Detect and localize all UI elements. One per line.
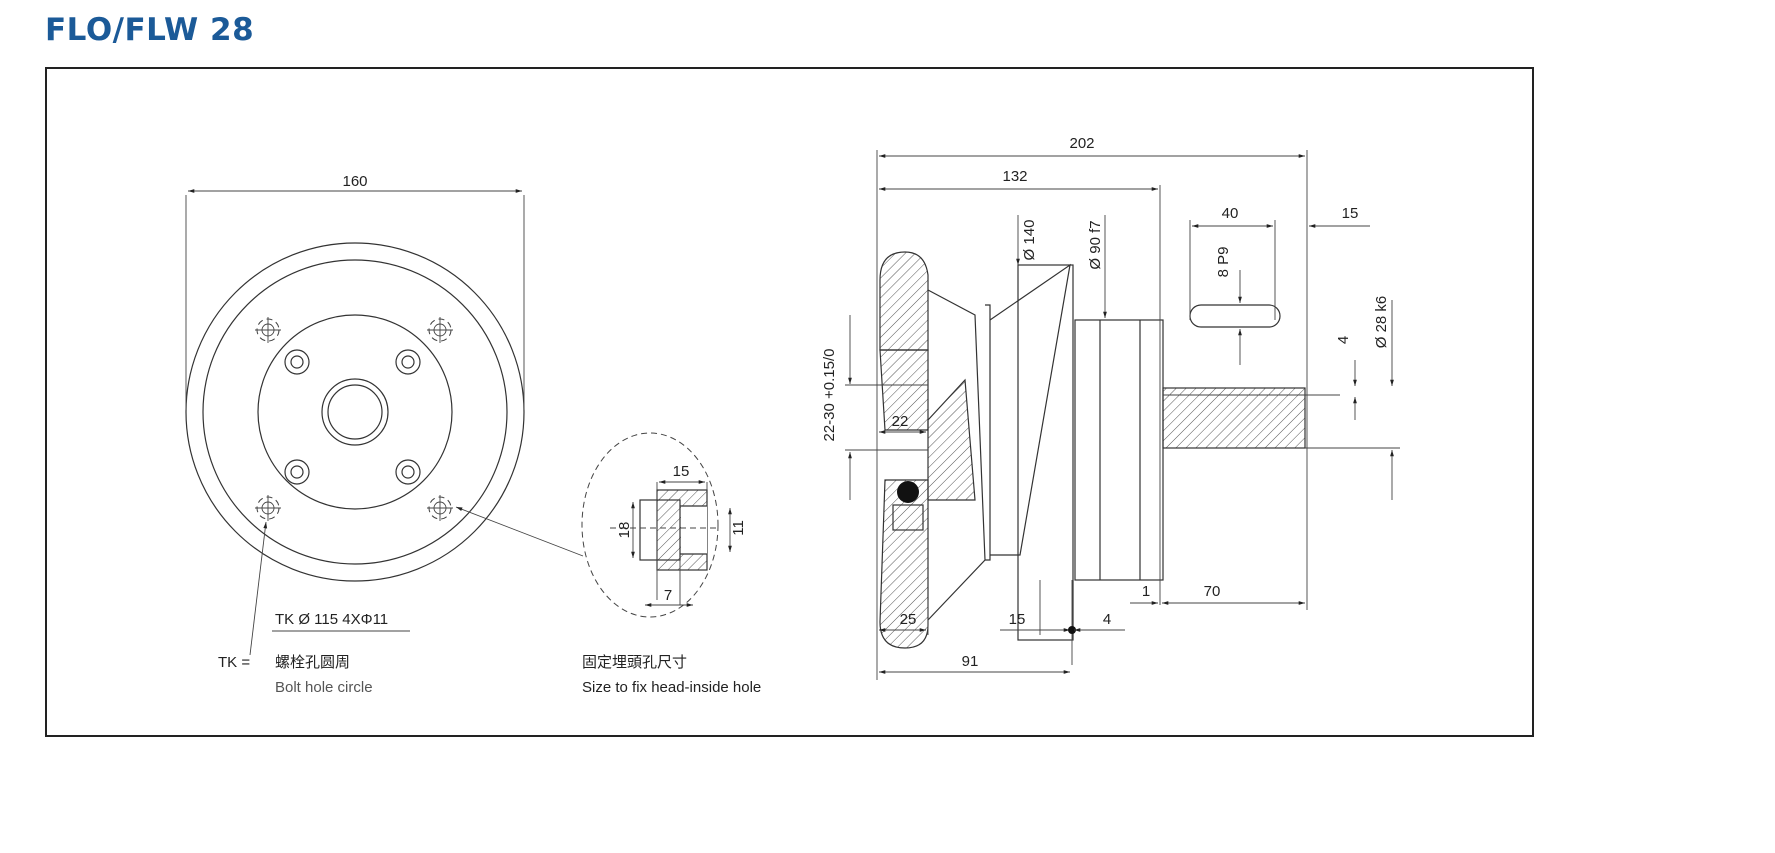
dim-width: 160 (342, 173, 367, 190)
dim-4-right: 4 (1335, 336, 1352, 344)
front-view: 160 TK Ø 115 4XΦ11 TK = 螺栓孔圆周 Bolt hole … (185, 173, 584, 696)
dim-total: 202 (1069, 135, 1094, 152)
detail-dim-bottom: 7 (664, 587, 672, 604)
dim-91: 91 (962, 653, 979, 670)
bore: 22-30 +0.15/0 (821, 349, 838, 442)
drawing-frame (45, 67, 1534, 737)
dim-15-bottom: 15 (1009, 611, 1026, 628)
dia-140: Ø 140 (1021, 220, 1038, 261)
dim-40: 40 (1222, 205, 1239, 222)
dim-1: 1 (1142, 583, 1150, 600)
tk-label: TK Ø 115 4XΦ11 (275, 611, 388, 628)
dim-22: 22 (892, 413, 909, 430)
dia-28: Ø 28 k6 (1373, 296, 1390, 349)
dim-132: 132 (1002, 168, 1027, 185)
side-view: 202 132 40 15 Ø 140 Ø 90 f7 8 P9 4 Ø 28 … (821, 135, 1400, 680)
detail-dim-right: 11 (730, 520, 747, 536)
legend-cn: 螺栓孔圆周 (275, 654, 350, 671)
key-8: 8 P9 (1215, 247, 1232, 278)
dia-90: Ø 90 f7 (1087, 220, 1104, 269)
dim-15-top: 15 (1342, 205, 1359, 222)
detail-dim-top: 15 (673, 463, 690, 480)
detail-view: 15 18 11 7 固定埋頭孔尺寸 Size to fix head-insi… (581, 432, 761, 696)
legend-key: TK = (218, 654, 250, 671)
bolt-holes (255, 317, 453, 521)
dim-4-bottom: 4 (1103, 611, 1111, 628)
mount-holes (284, 349, 421, 485)
dim-70: 70 (1204, 583, 1221, 600)
detail-caption-cn: 固定埋頭孔尺寸 (582, 654, 687, 671)
page-title: FLO/FLW 28 (45, 12, 255, 48)
dim-25: 25 (900, 611, 917, 628)
detail-caption-en: Size to fix head-inside hole (582, 679, 761, 696)
detail-dim-left: 18 (616, 522, 633, 539)
legend-en: Bolt hole circle (275, 679, 373, 696)
